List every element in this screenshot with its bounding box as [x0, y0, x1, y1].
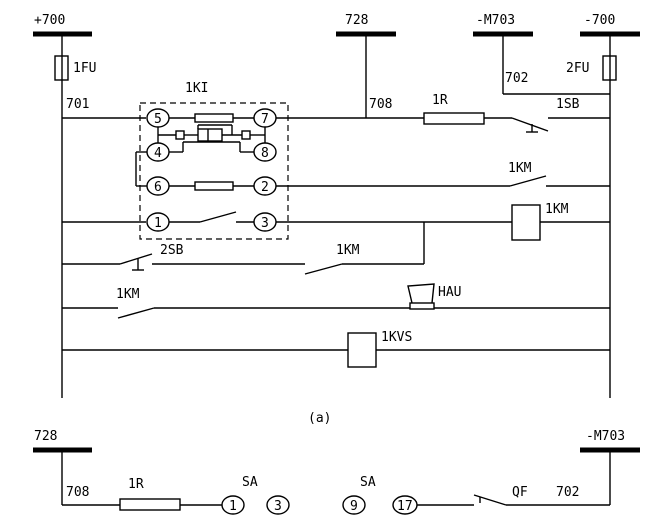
- resistor-1r-label: 1R: [432, 93, 448, 108]
- sa-contact-9-label: 9: [350, 499, 358, 514]
- resistor-1r-lower-label: 1R: [128, 477, 144, 492]
- terminal-2-label: 2: [261, 180, 269, 195]
- relay-coil-upper: [194, 113, 234, 123]
- relay-1ki-label: 1KI: [185, 81, 208, 96]
- start-button-2sb-blade: [119, 253, 153, 265]
- node-708-label: 708: [369, 97, 392, 112]
- breaker-qf-blade: [473, 494, 507, 506]
- coil-1kvs: [347, 332, 377, 368]
- relay-contact-1-3: [199, 211, 237, 223]
- relay-inner-contact-right: [241, 130, 251, 140]
- relay-1ki-enclosure: [139, 102, 289, 240]
- start-button-2sb-label: 2SB: [160, 243, 184, 258]
- node-708-lower-label: 708: [66, 485, 89, 500]
- horn-hau-label: HAU: [438, 285, 461, 300]
- bus-m703-label: -M703: [476, 13, 515, 28]
- sa-contact-1: [221, 495, 245, 515]
- bus-m703-lower-label: -M703: [586, 429, 625, 444]
- switch-sa1-label: SA: [242, 475, 258, 490]
- bus-plus-700-label: +700: [34, 13, 65, 28]
- fuse-2fu-label: 2FU: [566, 61, 589, 76]
- contact-1km-lower-blade: [117, 307, 155, 319]
- node-702-label: 702: [505, 71, 528, 86]
- terminal-1-label: 1: [154, 216, 162, 231]
- terminal-6-label: 6: [154, 180, 162, 195]
- terminal-5-label: 5: [154, 112, 162, 127]
- sa-contact-9: [342, 495, 366, 515]
- relay-inner-element: [197, 128, 223, 142]
- terminal-8: [253, 142, 277, 162]
- coil-1kvs-label: 1KVS: [381, 330, 412, 345]
- figure-caption: (a): [308, 411, 331, 426]
- stop-button-1sb-blade: [511, 117, 549, 132]
- bus-minus-700-label: -700: [584, 13, 615, 28]
- bus-728-label: 728: [345, 13, 368, 28]
- relay-coil-lower: [194, 181, 234, 191]
- bus-728-lower-label: 728: [34, 429, 57, 444]
- sa-contact-1-label: 1: [229, 499, 237, 514]
- contact-1km-middle-blade: [304, 263, 343, 275]
- terminal-7-label: 7: [261, 112, 269, 127]
- switch-sa2-label: SA: [360, 475, 376, 490]
- contact-1km-upper-label: 1KM: [508, 161, 532, 176]
- coil-1km-label: 1KM: [545, 202, 569, 217]
- terminal-8-label: 8: [261, 146, 269, 161]
- sa-contact-3: [266, 495, 290, 515]
- sa-contact-3-label: 3: [274, 499, 282, 514]
- contact-1km-upper-blade: [509, 175, 547, 187]
- coil-1km: [511, 204, 541, 241]
- resistor-1r: [423, 112, 485, 125]
- node-702-lower-label: 702: [556, 485, 579, 500]
- relay-inner-contact-left: [175, 130, 185, 140]
- contact-1km-middle-label: 1KM: [336, 243, 360, 258]
- breaker-qf-label: QF: [512, 485, 528, 500]
- sa-contact-17-label: 17: [397, 499, 413, 514]
- terminal-4-label: 4: [154, 146, 162, 161]
- terminal-3-label: 3: [261, 216, 269, 231]
- horn-hau: [407, 283, 435, 304]
- node-701-label: 701: [66, 97, 89, 112]
- resistor-1r-lower: [119, 498, 181, 511]
- horn-hau-base: [409, 302, 435, 310]
- contact-1km-lower-label: 1KM: [116, 287, 140, 302]
- stop-button-1sb-label: 1SB: [556, 97, 580, 112]
- fuse-1fu-label: 1FU: [73, 61, 96, 76]
